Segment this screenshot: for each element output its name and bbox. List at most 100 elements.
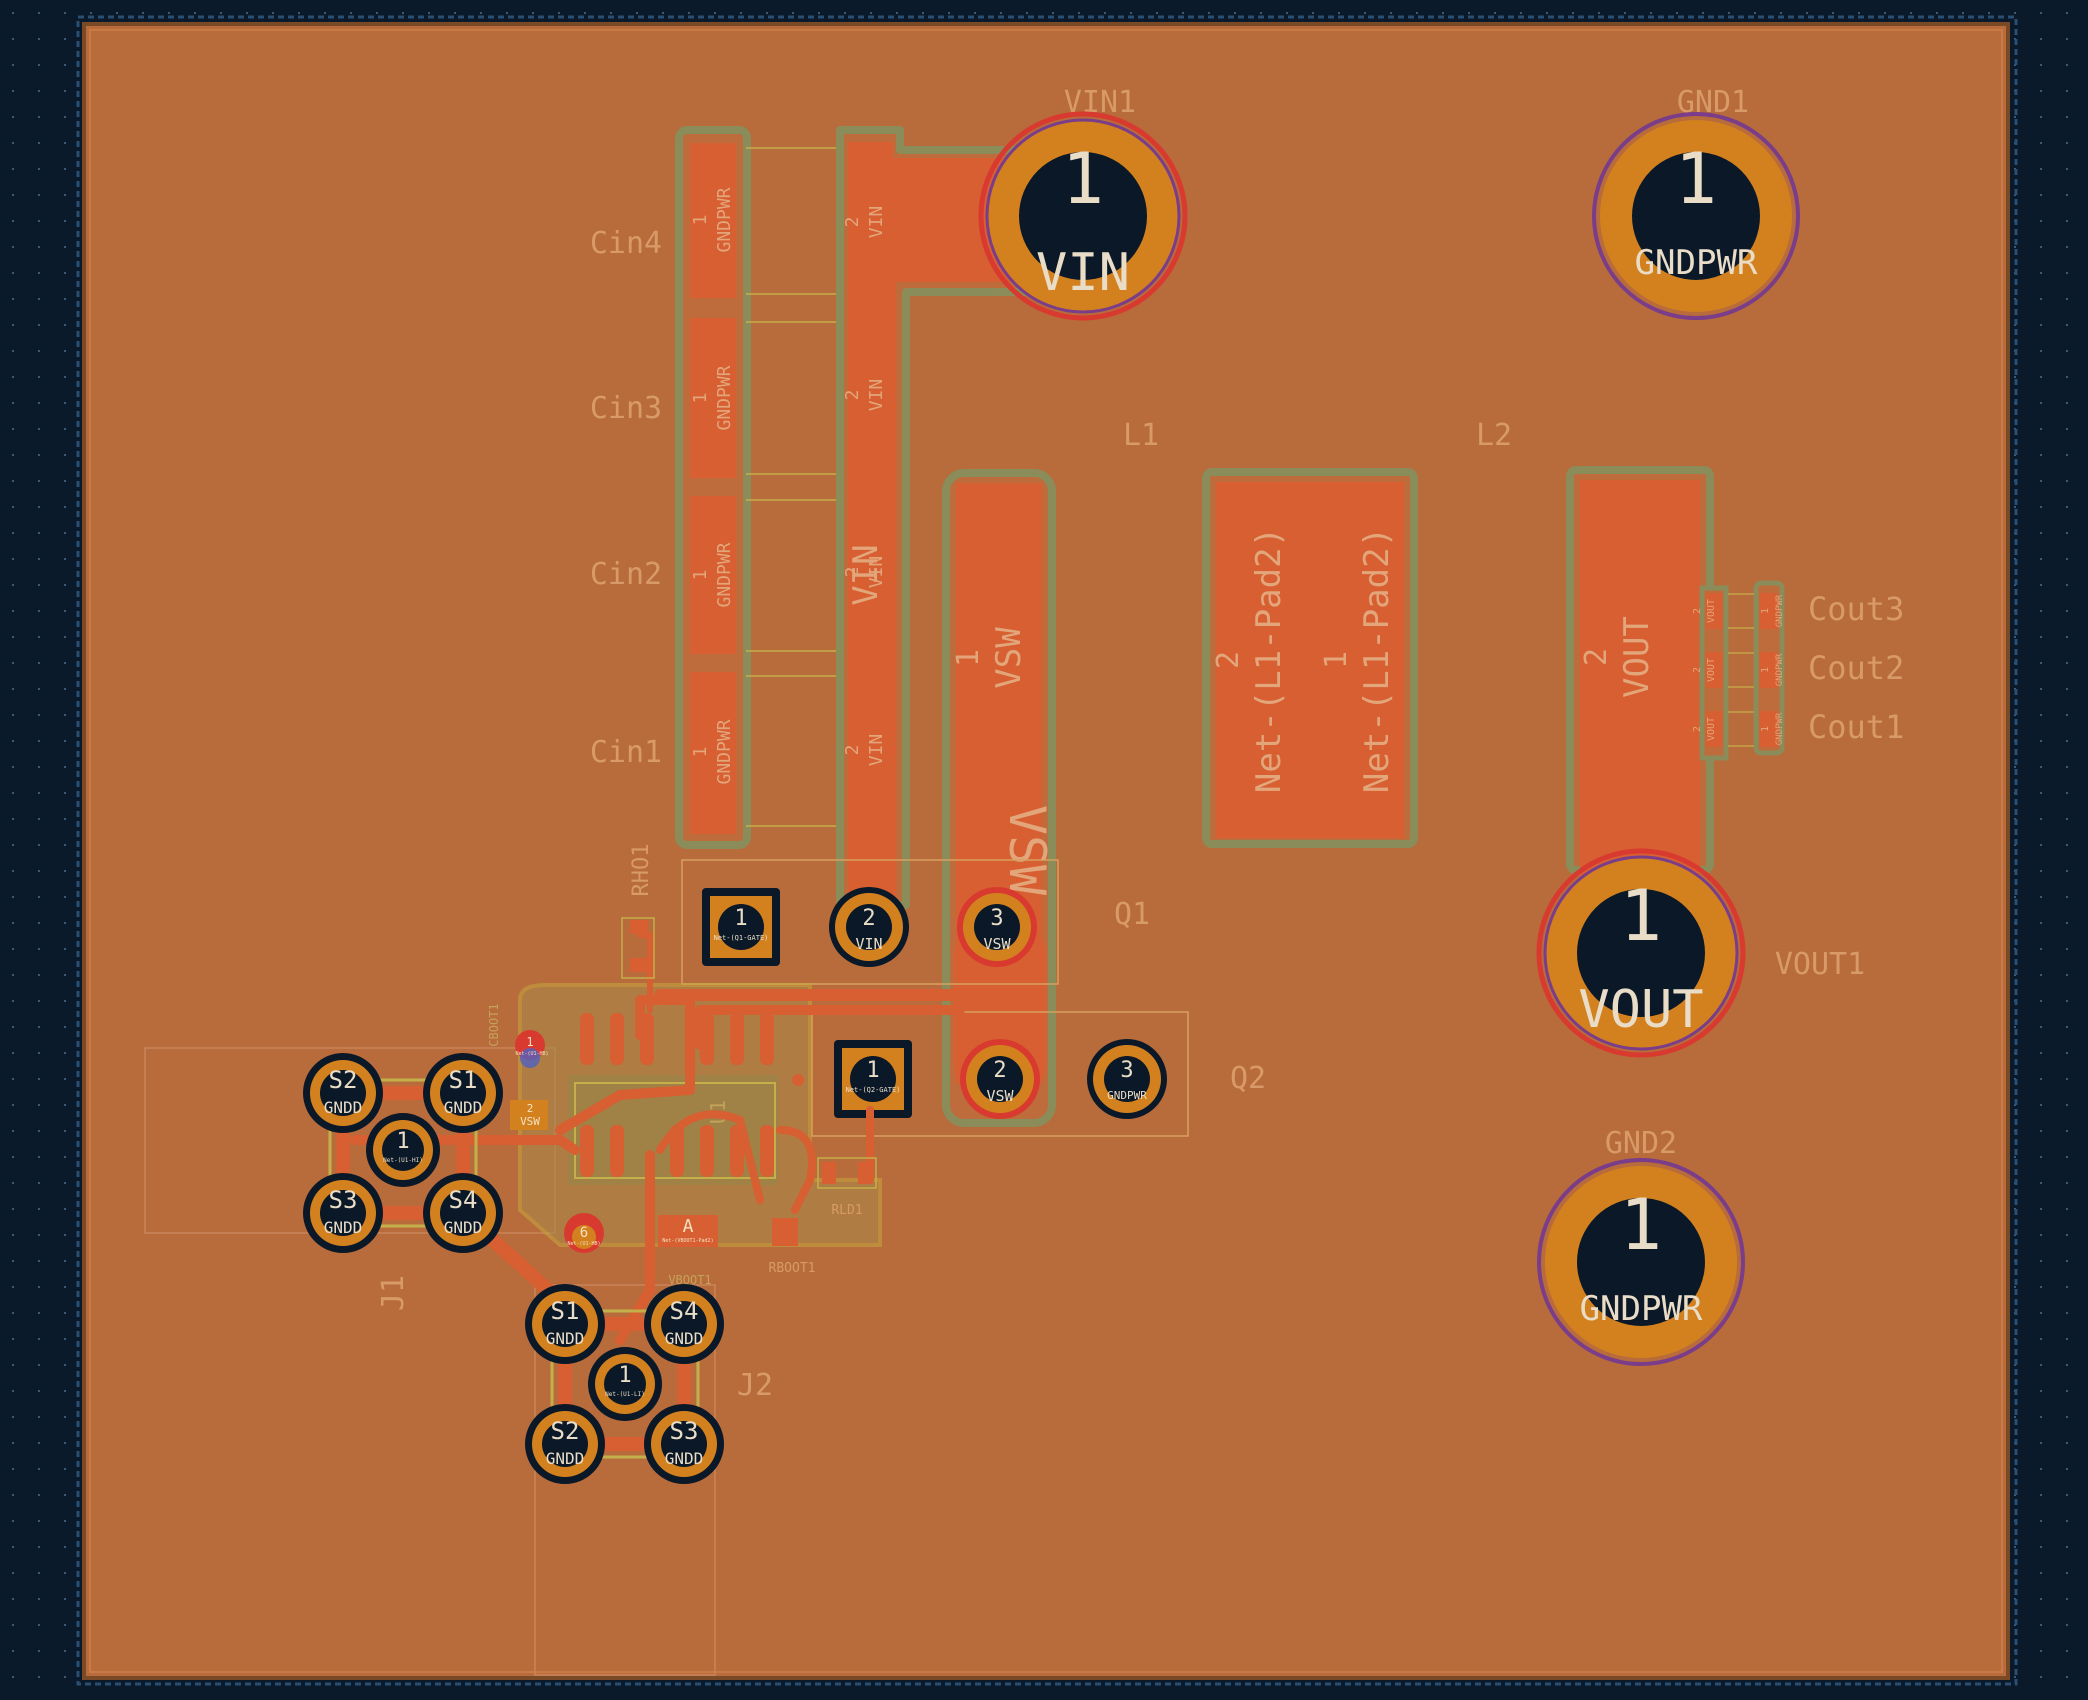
rho1-pad2[interactable] (630, 958, 648, 972)
connector-gnd1[interactable]: GND1 1 GNDPWR (1592, 85, 1800, 320)
j2-center-net: Net-(U1-LI) (605, 1391, 645, 1398)
mosfet-q1: Q1 1 Net-(Q1-GATE) 2 VIN 3 VSW (681, 859, 1150, 985)
cout2-pad2[interactable] (1706, 652, 1722, 688)
cin2-pad1-num: 1 (690, 570, 711, 581)
cout1-pad1[interactable] (1760, 711, 1778, 747)
j2-s2-num: S2 (551, 1417, 580, 1445)
vin1-pad-net: VIN (1036, 243, 1130, 303)
cout3-pad1-num: 1 (1760, 608, 1771, 614)
j2-s2-net: GNDD (546, 1449, 585, 1468)
gnd1-hole (1632, 152, 1760, 280)
gnd2-pad-net: GNDPWR (1580, 1289, 1703, 1329)
cin3-pad2-net: VIN (866, 379, 887, 412)
connector-vout1[interactable]: 1 VOUT VOUT1 (1536, 848, 1865, 1058)
rld1-pad2[interactable] (858, 1162, 872, 1184)
l1-pad2-net: Net-(L1-Pad2) (1249, 527, 1289, 793)
l2-pad-net: VOUT (1617, 616, 1657, 698)
cin1-ref: Cin1 (590, 735, 662, 770)
cout1-pad2-num: 2 (1692, 726, 1703, 732)
vout-trace[interactable] (1580, 480, 1700, 920)
cin4-pad1-net: GNDPWR (714, 187, 735, 252)
cout1-pad2[interactable] (1706, 711, 1722, 747)
vout1-ref: VOUT1 (1775, 947, 1865, 982)
u1-pin2-net: VSW (520, 1115, 540, 1128)
vboot1-pad-a[interactable] (658, 1215, 718, 1247)
board-edge-outline (76, 15, 2018, 1686)
cin3-ref: Cin3 (590, 391, 662, 426)
q2-pin1-num: 1 (866, 1058, 879, 1083)
gnd1-pad-num: 1 (1675, 138, 1717, 220)
cin4-pad1[interactable] (690, 143, 736, 298)
vout1-hole (1577, 889, 1705, 1017)
vboot1-ref: VBOOT1 (668, 1273, 711, 1287)
q2-pin1-hole (850, 1056, 896, 1102)
j2-body-outline (550, 1309, 700, 1459)
j1-s4-net: GNDD (444, 1218, 483, 1237)
gnd2-pad-num: 1 (1620, 1184, 1662, 1266)
rboot1-pad[interactable] (772, 1218, 798, 1246)
u1-hs-net: Net-(U1-HB) (567, 1241, 600, 1247)
j2-s4-hole (661, 1301, 707, 1347)
cin3-pad1[interactable] (690, 318, 736, 478)
cin2-pad1[interactable] (690, 496, 736, 654)
cout3-pad1[interactable] (1760, 593, 1778, 629)
j1-s2-num: S2 (329, 1066, 358, 1094)
mosfet-q2: Q2 1 Net-(Q2-GATE) 2 VSW 3 GNDPWR (811, 1011, 1266, 1137)
cout3-ref: Cout3 (1808, 590, 1904, 628)
j1-center-net: Net-(U1-HI) (383, 1157, 423, 1164)
board-inner-edge (89, 29, 2003, 1673)
gnd1-outer-ring (1592, 112, 1800, 320)
cin2-ref: Cin2 (590, 557, 662, 592)
cin1-pad2-num: 2 (842, 745, 863, 756)
q1-pin1-hole (718, 904, 764, 950)
vsw-big-label: VSW (998, 805, 1056, 896)
rld1-ref: RLD1 (831, 1203, 862, 1218)
rld1-outline (817, 1157, 877, 1189)
cin1-pad1-num: 1 (690, 747, 711, 758)
connector-gnd2[interactable]: GND2 1 GNDPWR (1537, 1126, 1745, 1366)
cout3-pad2[interactable] (1706, 593, 1722, 629)
gnd2-hole (1577, 1198, 1705, 1326)
q1-pin3-hole (974, 904, 1020, 950)
vboot1-pad-a-label: A (683, 1216, 694, 1237)
cin2-pad1-net: GNDPWR (714, 542, 735, 607)
cin4-pad2-net: VIN (866, 206, 887, 239)
cin1-pad1[interactable] (690, 672, 736, 834)
cboot-via-blue (520, 1048, 540, 1068)
vin-strip-label: VIN (846, 544, 886, 605)
cboot1-pad2[interactable] (510, 1100, 548, 1130)
connector-vin1[interactable]: VIN1 1 VIN (978, 85, 1188, 321)
q2-pin3-num: 3 (1120, 1058, 1133, 1083)
cin3-pad2-num: 2 (842, 390, 863, 401)
cout2-ref: Cout2 (1808, 649, 1904, 687)
cout2-pad1[interactable] (1760, 652, 1778, 688)
cin3-pad1-num: 1 (690, 393, 711, 404)
rld1-pad1[interactable] (822, 1162, 836, 1184)
j1-s2-hole (320, 1070, 366, 1116)
vout1-pad-net: VOUT (1578, 980, 1703, 1040)
vin1-pad-num: 1 (1062, 138, 1104, 220)
q1-pin2-hole (846, 904, 892, 950)
q2-ref: Q2 (1230, 1061, 1266, 1096)
cout3-pad2-net: VOUT (1706, 599, 1717, 623)
j1-center-hole (382, 1129, 424, 1171)
vsw-pad-num: 1 (951, 649, 986, 667)
q1-outline (681, 859, 1059, 985)
cboot1-ref: CBOOT1 (487, 1003, 501, 1046)
cout-group: 2 VOUT 1 GNDPWR 2 VOUT 1 GNDPWR 2 VOUT 1… (1692, 580, 1904, 761)
l1-pads[interactable] (1216, 482, 1404, 838)
vsw-pad-net: VSW (989, 627, 1029, 689)
l1-ref: L1 (1123, 418, 1159, 453)
q1-pin3-net: VSW (983, 935, 1011, 953)
j1-s3-net: GNDD (324, 1218, 363, 1237)
rho1-pad1[interactable] (630, 920, 648, 934)
cin2-pad2-net: VIN (866, 556, 887, 589)
l1-pad1-net: Net-(L1-Pad2) (1357, 527, 1397, 793)
j2-center-num: 1 (618, 1363, 631, 1388)
cout2-pad1-net: GNDPWR (1775, 653, 1785, 686)
cout1-pad2-net: VOUT (1706, 717, 1717, 741)
cout2-pad2-net: VOUT (1706, 658, 1717, 682)
j1-s1-hole (440, 1070, 486, 1116)
